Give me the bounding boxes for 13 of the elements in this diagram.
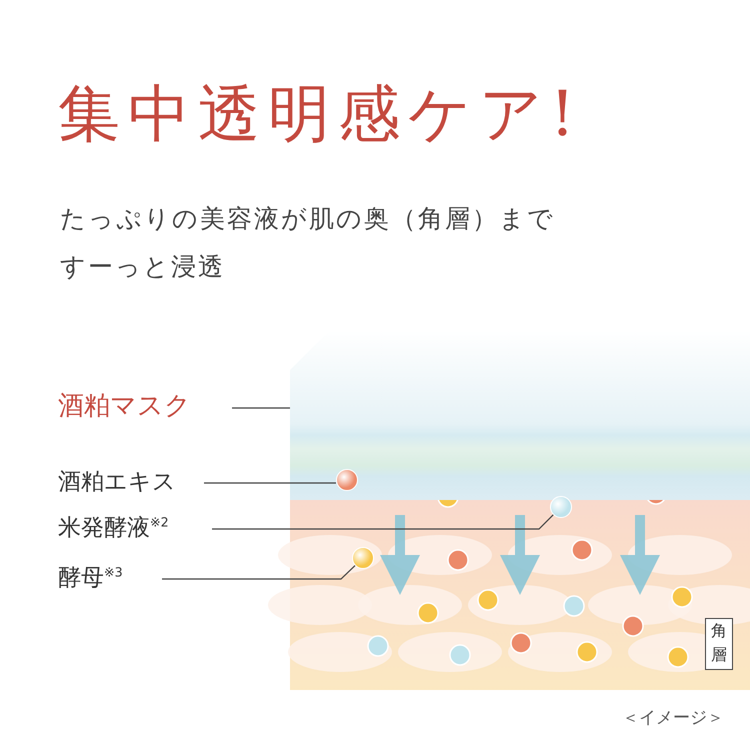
image-note: ＜イメージ＞ [622,707,724,729]
layer-tag: 角層 [705,618,733,670]
leader-line [232,407,290,409]
ingredient-label: 酒粕エキス [58,466,200,500]
leader-line [162,565,356,580]
leader-line [212,514,554,530]
subtitle: たっぷりの美容液が肌の奥（角層）まですーっと浸透 [60,203,556,283]
title: 集中透明感ケア! [58,76,583,152]
ingredient-label: 酵母$^{※3}$ [58,562,158,596]
ingredient-label: 米発酵液$^{※2}$ [58,512,208,546]
particle-icon [336,469,358,491]
leader-line [204,482,336,484]
product-label: 酒粕マスク [58,388,228,428]
